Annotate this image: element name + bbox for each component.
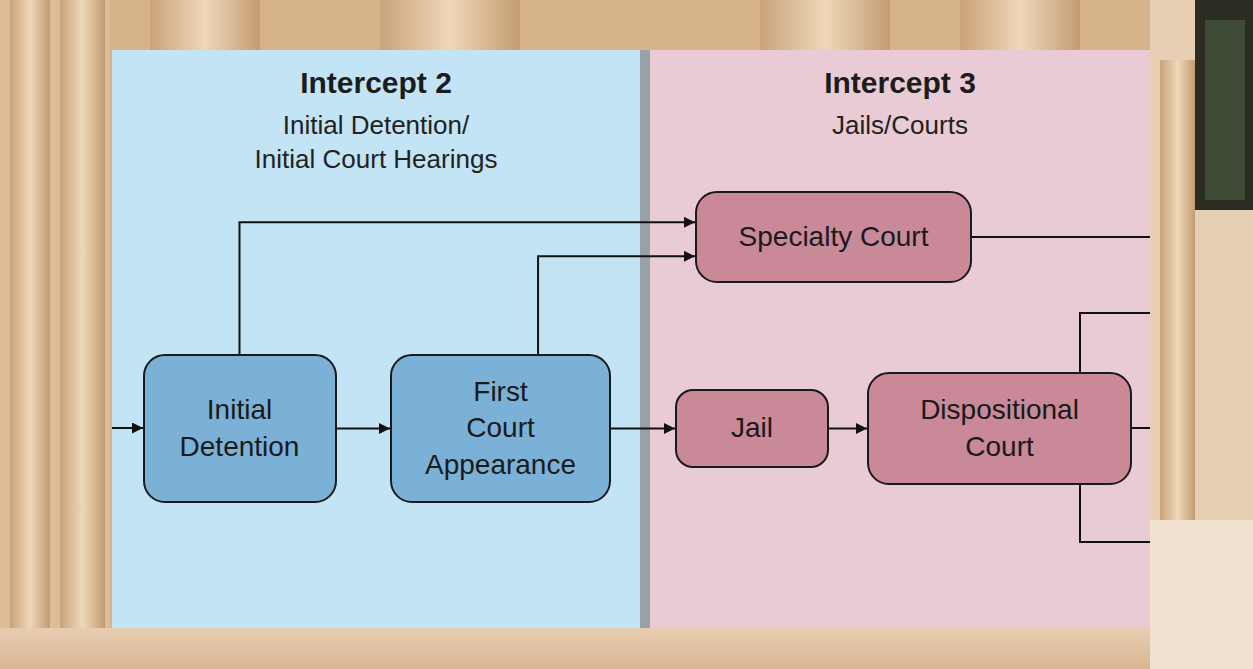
box-label: Dispositional Court: [905, 392, 1095, 465]
outgoing-line: [1080, 485, 1150, 542]
flow-arrow: [829, 428, 867, 430]
process-box: First Court Appearance: [390, 354, 611, 503]
panel-title: Intercept 3: [650, 66, 1150, 100]
flow-arrow: [240, 222, 696, 354]
box-label: Specialty Court: [709, 219, 959, 255]
panel-subtitle: Initial Detention/ Initial Court Hearing…: [252, 108, 500, 176]
panel-subtitle: Jails/Courts: [750, 108, 1050, 142]
divider-bar: [640, 50, 650, 628]
flow-arrow: [538, 256, 695, 354]
flow-arrow: [611, 428, 675, 430]
process-box: Dispositional Court: [867, 372, 1132, 485]
process-box: Jail: [675, 389, 829, 468]
panel-title: Intercept 2: [112, 66, 640, 100]
process-box: Initial Detention: [143, 354, 337, 503]
outgoing-line: [1132, 427, 1150, 429]
incoming-arrow: [112, 427, 143, 429]
box-label: Jail: [692, 410, 812, 446]
outgoing-line: [1080, 313, 1150, 372]
process-box: Specialty Court: [695, 191, 972, 283]
outgoing-line: [972, 236, 1150, 238]
box-label: Initial Detention: [155, 392, 325, 465]
intercept-panel: Intercept 2 Initial Detention/ Initial Co…: [112, 50, 640, 628]
box-label: First Court Appearance: [421, 374, 581, 483]
intercept-panel: Intercept 3 Jails/CourtsSpecialty CourtJa…: [650, 50, 1150, 628]
flow-arrow: [337, 428, 391, 430]
